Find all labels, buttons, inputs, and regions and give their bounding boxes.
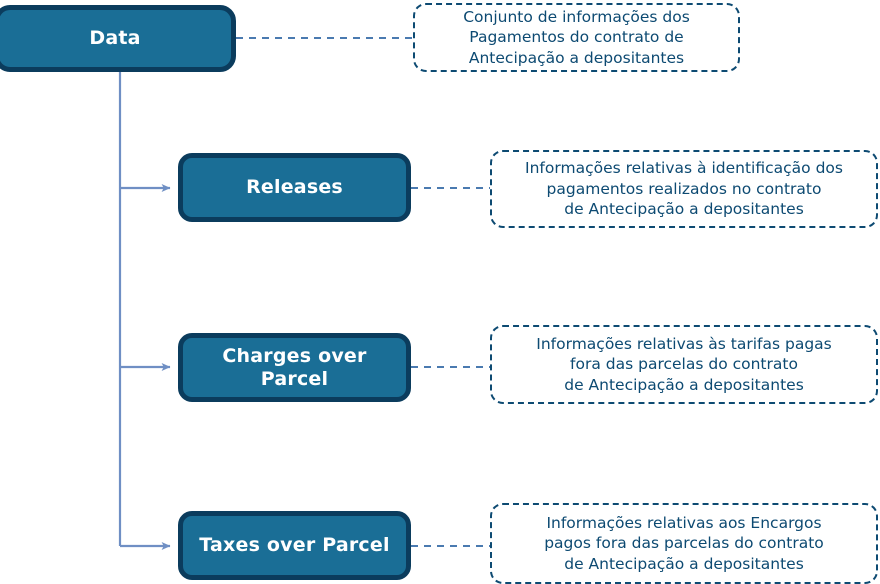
note-taxes-over-parcel: Informações relativas aos Encargos pagos… xyxy=(490,503,878,584)
node-charges-over-parcel[interactable]: Charges over Parcel xyxy=(178,333,411,402)
node-taxes-over-parcel[interactable]: Taxes over Parcel xyxy=(178,511,411,580)
note-charges-over-parcel: Informações relativas às tarifas pagas f… xyxy=(490,325,878,404)
note-data: Conjunto de informações dos Pagamentos d… xyxy=(413,3,740,72)
node-releases[interactable]: Releases xyxy=(178,153,411,222)
note-releases: Informações relativas à identificação do… xyxy=(490,150,878,228)
node-data[interactable]: Data xyxy=(0,5,236,72)
